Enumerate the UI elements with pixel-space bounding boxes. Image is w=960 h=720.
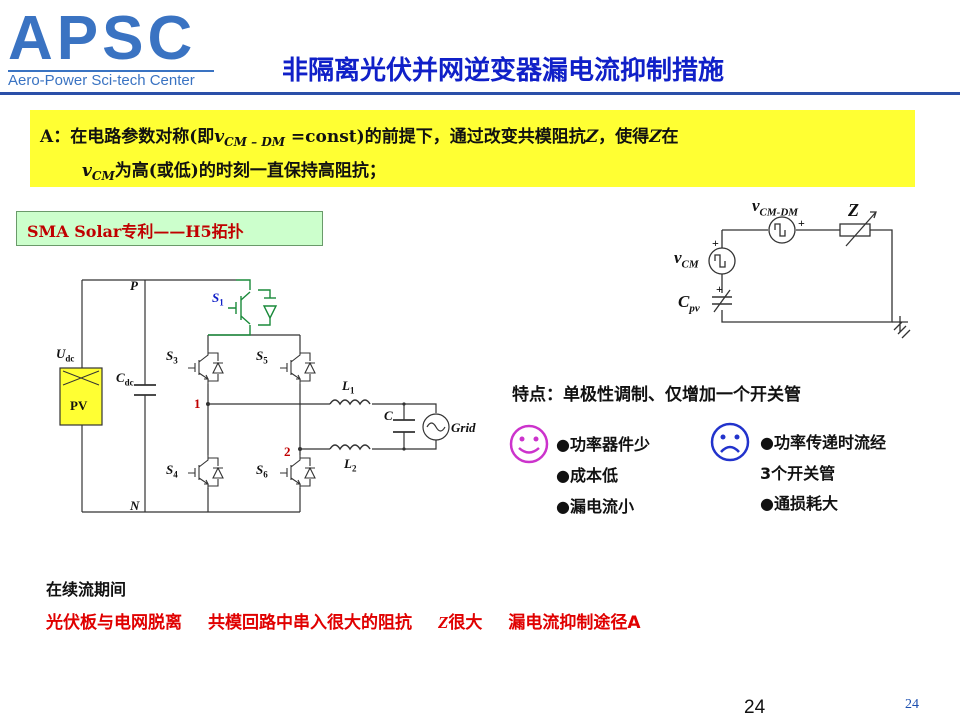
- s4-switch: [188, 455, 224, 489]
- label-z: Z: [848, 200, 859, 220]
- point-a-line2: vCM为高(或低)的时刻一直保持高阻抗；: [82, 161, 386, 183]
- s6-switch: [280, 455, 316, 489]
- l1-inductor: [329, 399, 371, 406]
- label-s6: S6: [256, 462, 268, 480]
- con-item-1: ●功率传递时流经: [760, 433, 886, 452]
- label-s1: S1: [212, 290, 224, 308]
- label-s4: S4: [166, 462, 178, 480]
- plus-cpv: +: [716, 282, 723, 296]
- sma-label-box: [16, 211, 323, 246]
- label-P: P: [130, 278, 138, 293]
- page-number: 24: [744, 697, 766, 718]
- point-a-box: [30, 110, 915, 187]
- point-a-line1: A：在电路参数对称(即vCM – DM =const)的前提下，通过改变共模阻抗…: [40, 127, 679, 149]
- logo-text: APSC: [8, 4, 197, 73]
- logo-subtitle: Aero-Power Sci-tech Center: [8, 72, 195, 89]
- s3-switch: [188, 350, 224, 384]
- features-heading: 特点：单极性调制、仅增加一个开关管: [512, 385, 801, 405]
- label-l2: L2: [344, 456, 357, 474]
- label-node1: 1: [194, 396, 201, 411]
- vcm-source: [708, 247, 736, 275]
- vcmdm-source: [768, 216, 796, 244]
- label-cdc: Cdc: [116, 370, 134, 388]
- label-pv: PV: [70, 398, 88, 413]
- label-c: C: [384, 408, 393, 423]
- l2-inductor: [329, 444, 371, 451]
- z-impedance: [839, 223, 871, 237]
- label-l1: L1: [342, 378, 355, 396]
- label-cpv: Cpv: [678, 292, 700, 315]
- label-udc: Udc: [56, 346, 75, 364]
- sad-icon: [710, 422, 750, 462]
- plus-vcmdm: +: [798, 216, 805, 230]
- pro-item-1: ●功率器件少: [556, 435, 650, 454]
- s1-green-switch: [208, 279, 278, 336]
- slide-number: 24: [905, 697, 919, 712]
- sma-label: SMA Solar专利——H5拓扑: [27, 222, 244, 241]
- label-grid: Grid: [451, 420, 476, 435]
- cpv-capacitor: [712, 296, 732, 305]
- con-item-1-cont: 3个开关管: [760, 464, 836, 483]
- bottom-heading: 在续流期间: [46, 580, 127, 599]
- page-title: 非隔离光伏并网逆变器漏电流抑制措施: [282, 56, 725, 86]
- label-vcmdm: vCM-DM: [752, 196, 799, 219]
- grid-source: [422, 413, 450, 441]
- pro-item-2: ●成本低: [556, 466, 618, 485]
- s5-switch: [280, 350, 316, 384]
- title-divider: [0, 92, 960, 95]
- c-filter-capacitor: [393, 419, 415, 433]
- plus-vcm: +: [712, 236, 719, 250]
- label-N: N: [130, 498, 140, 513]
- label-node2: 2: [284, 444, 291, 459]
- cdc-capacitor: [134, 384, 156, 396]
- logo-divider: [8, 70, 214, 72]
- label-s5: S5: [256, 348, 268, 366]
- pro-item-3: ●漏电流小: [556, 497, 634, 516]
- con-item-2: ●通损耗大: [760, 494, 838, 513]
- label-vcm: vCM: [674, 248, 699, 271]
- label-s3: S3: [166, 348, 178, 366]
- smile-icon: [509, 424, 549, 464]
